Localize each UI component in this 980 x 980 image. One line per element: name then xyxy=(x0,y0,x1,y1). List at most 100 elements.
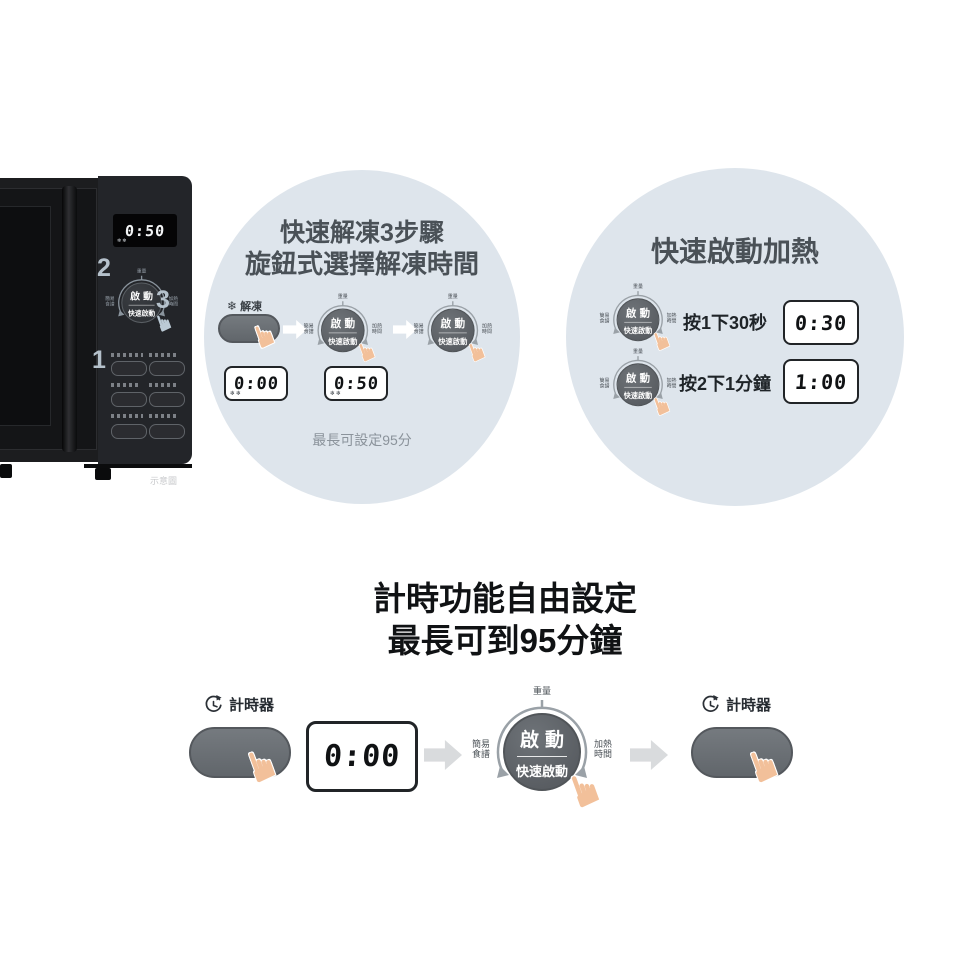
dial-label-easy-recipes: 簡易食譜 xyxy=(409,323,428,334)
lcd-value: 1:00 xyxy=(794,369,848,394)
dial-label-heat-time: 加熱時間 xyxy=(477,323,496,334)
dial-label-weight: 重量 xyxy=(633,348,643,354)
dial-label-easy: 簡易 xyxy=(413,323,424,329)
dial-label-recipes: 食譜 xyxy=(599,318,610,324)
lcd-value: 0:00 xyxy=(322,739,402,774)
microwave-lcd-display: 0:50 ❄❄ xyxy=(113,214,177,247)
defrost-label-text: 解凍 xyxy=(240,301,263,313)
dial-label-heat: 加熱 xyxy=(593,739,612,749)
button-label-marks xyxy=(111,414,143,418)
dial-label-easy: 簡易 xyxy=(303,323,314,329)
start-label: 啟動 xyxy=(440,317,469,330)
quick-start-label: 快速啟動 xyxy=(623,326,653,335)
dial-label-weight: 重量 xyxy=(136,268,147,274)
dial-arc xyxy=(118,275,166,317)
defrost-button-label: ❄ 解凍 xyxy=(227,298,262,314)
dial-label-heat: 加熱 xyxy=(168,296,178,302)
step-3-number: 3 xyxy=(156,286,170,314)
dial-label-weight: 重量 xyxy=(337,293,348,300)
defrost-button xyxy=(218,314,280,343)
panel-button xyxy=(149,424,185,439)
dial-arc xyxy=(317,301,369,345)
flow-arrow-icon xyxy=(630,740,668,770)
quick-start-instruction-2: 按2下1分鐘 xyxy=(679,374,772,394)
quick-start-instruction-1: 按1下30秒 xyxy=(683,313,768,333)
lcd-display-step2: 0:50 ❄❄ xyxy=(324,366,388,401)
start-knob: 啟動 快速啟動 xyxy=(121,282,162,324)
dial-arc xyxy=(613,356,663,400)
panel-button xyxy=(111,361,147,376)
microwave-door-window xyxy=(0,206,51,426)
dial-label-easy: 簡易 xyxy=(599,312,610,319)
start-knob: 啟動 快速啟動 xyxy=(616,298,660,342)
dial-label-heat-time: 加熱時間 xyxy=(662,313,681,324)
lcd-display-timer: 0:00 xyxy=(306,721,418,792)
start-label: 啟動 xyxy=(519,729,570,751)
quick-start-label: 快速啟動 xyxy=(438,336,468,346)
microwave-lcd-value: 0:50 xyxy=(124,221,166,240)
quick-start-label: 快速啟動 xyxy=(128,308,156,317)
dial-label-time: 時間 xyxy=(481,328,492,335)
dial-label-heat-time: 加熱時間 xyxy=(164,296,182,306)
microwave-image: 0:50 ❄❄ 2 3 1 重量 簡易食譜 加熱時間 啟動 快速啟動 ☛ xyxy=(0,176,200,490)
dial-label-easy-recipes: 簡易食譜 xyxy=(595,378,614,389)
dial-label-easy: 簡易 xyxy=(471,739,490,749)
button-label-marks xyxy=(149,353,177,357)
timer-button xyxy=(691,727,793,778)
defrost-step3-dial: 重量 簡易食譜 加熱時間 啟動 快速啟動 ☛ xyxy=(408,293,498,378)
defrost-title: 快速解凍3步驟 旋鈕式選擇解凍時間 xyxy=(204,218,520,281)
button-label-marks xyxy=(111,383,141,387)
timer-title-line2: 最長可到95分鐘 xyxy=(387,622,623,659)
knob-divider xyxy=(624,321,652,323)
start-knob: 啟動 快速啟動 xyxy=(503,713,581,791)
start-label: 啟動 xyxy=(130,291,157,303)
knob-divider xyxy=(438,332,467,333)
timer-icon xyxy=(205,695,222,712)
panel-button xyxy=(111,424,147,439)
dial-label-recipes: 食譜 xyxy=(413,328,424,335)
start-knob: 啟動 快速啟動 xyxy=(320,308,365,353)
dial-label-easy-recipes: 簡易食譜 xyxy=(464,739,498,759)
dial-label-easy: 簡易 xyxy=(599,377,610,384)
quick-start-label: 快速啟動 xyxy=(515,763,568,779)
dial-arc xyxy=(496,700,588,778)
timer-icon xyxy=(702,695,719,712)
microwave-foot xyxy=(0,464,12,478)
timer-title-line1: 計時功能自由設定 xyxy=(373,580,637,617)
microwave-foot xyxy=(95,468,111,480)
dial-label-heat-time: 加熱時間 xyxy=(367,323,386,334)
start-knob: 啟動 快速啟動 xyxy=(616,363,660,407)
defrost-indicator-icon: ❄❄ xyxy=(230,391,243,397)
step-2-number: 2 xyxy=(97,254,111,282)
microwave-door-handle xyxy=(62,186,77,452)
dial-label-easy-recipes: 簡易食譜 xyxy=(101,296,119,306)
quick-start-label: 快速啟動 xyxy=(328,336,358,346)
defrost-step2-dial: 重量 簡易食譜 加熱時間 啟動 快速啟動 ☛ xyxy=(298,293,388,378)
dial-label-easy-recipes: 簡易食譜 xyxy=(299,323,318,334)
defrost-title-line1: 快速解凍3步驟 xyxy=(280,219,444,247)
snowflake-icon: ❄ xyxy=(227,299,238,313)
dial-label-time: 時間 xyxy=(371,328,382,335)
dial-label-recipes: 食譜 xyxy=(471,749,490,759)
step-1-number: 1 xyxy=(92,346,106,374)
dial-label-heat: 加熱 xyxy=(666,377,677,384)
dial-label-weight: 重量 xyxy=(532,686,551,696)
timer-button xyxy=(189,727,291,778)
quick-start-dial-row1: 重量 簡易食譜 加熱時間 啟動 快速啟動 ☛ xyxy=(594,283,682,367)
illustration-caption: 示意圖 xyxy=(150,476,178,486)
defrost-indicator-icon: ❄❄ xyxy=(117,238,128,244)
dial-label-time: 時間 xyxy=(168,301,178,307)
dial-label-recipes: 食譜 xyxy=(303,328,314,335)
dial-label-weight: 重量 xyxy=(447,293,458,300)
lcd-display-30s: 0:30 xyxy=(783,300,859,345)
timer-label-text: 計時器 xyxy=(229,697,275,714)
timer-button-label: 計時器 xyxy=(700,694,771,715)
defrost-title-line2: 旋鈕式選擇解凍時間 xyxy=(244,249,479,279)
knob-divider xyxy=(517,755,567,757)
start-label: 啟動 xyxy=(625,372,654,384)
dial-label-time: 時間 xyxy=(593,749,612,759)
dial-label-recipes: 食譜 xyxy=(599,383,610,389)
lcd-value: 0:30 xyxy=(794,310,848,335)
timer-button-label: 計時器 xyxy=(203,694,274,715)
dial-arc xyxy=(613,291,663,335)
